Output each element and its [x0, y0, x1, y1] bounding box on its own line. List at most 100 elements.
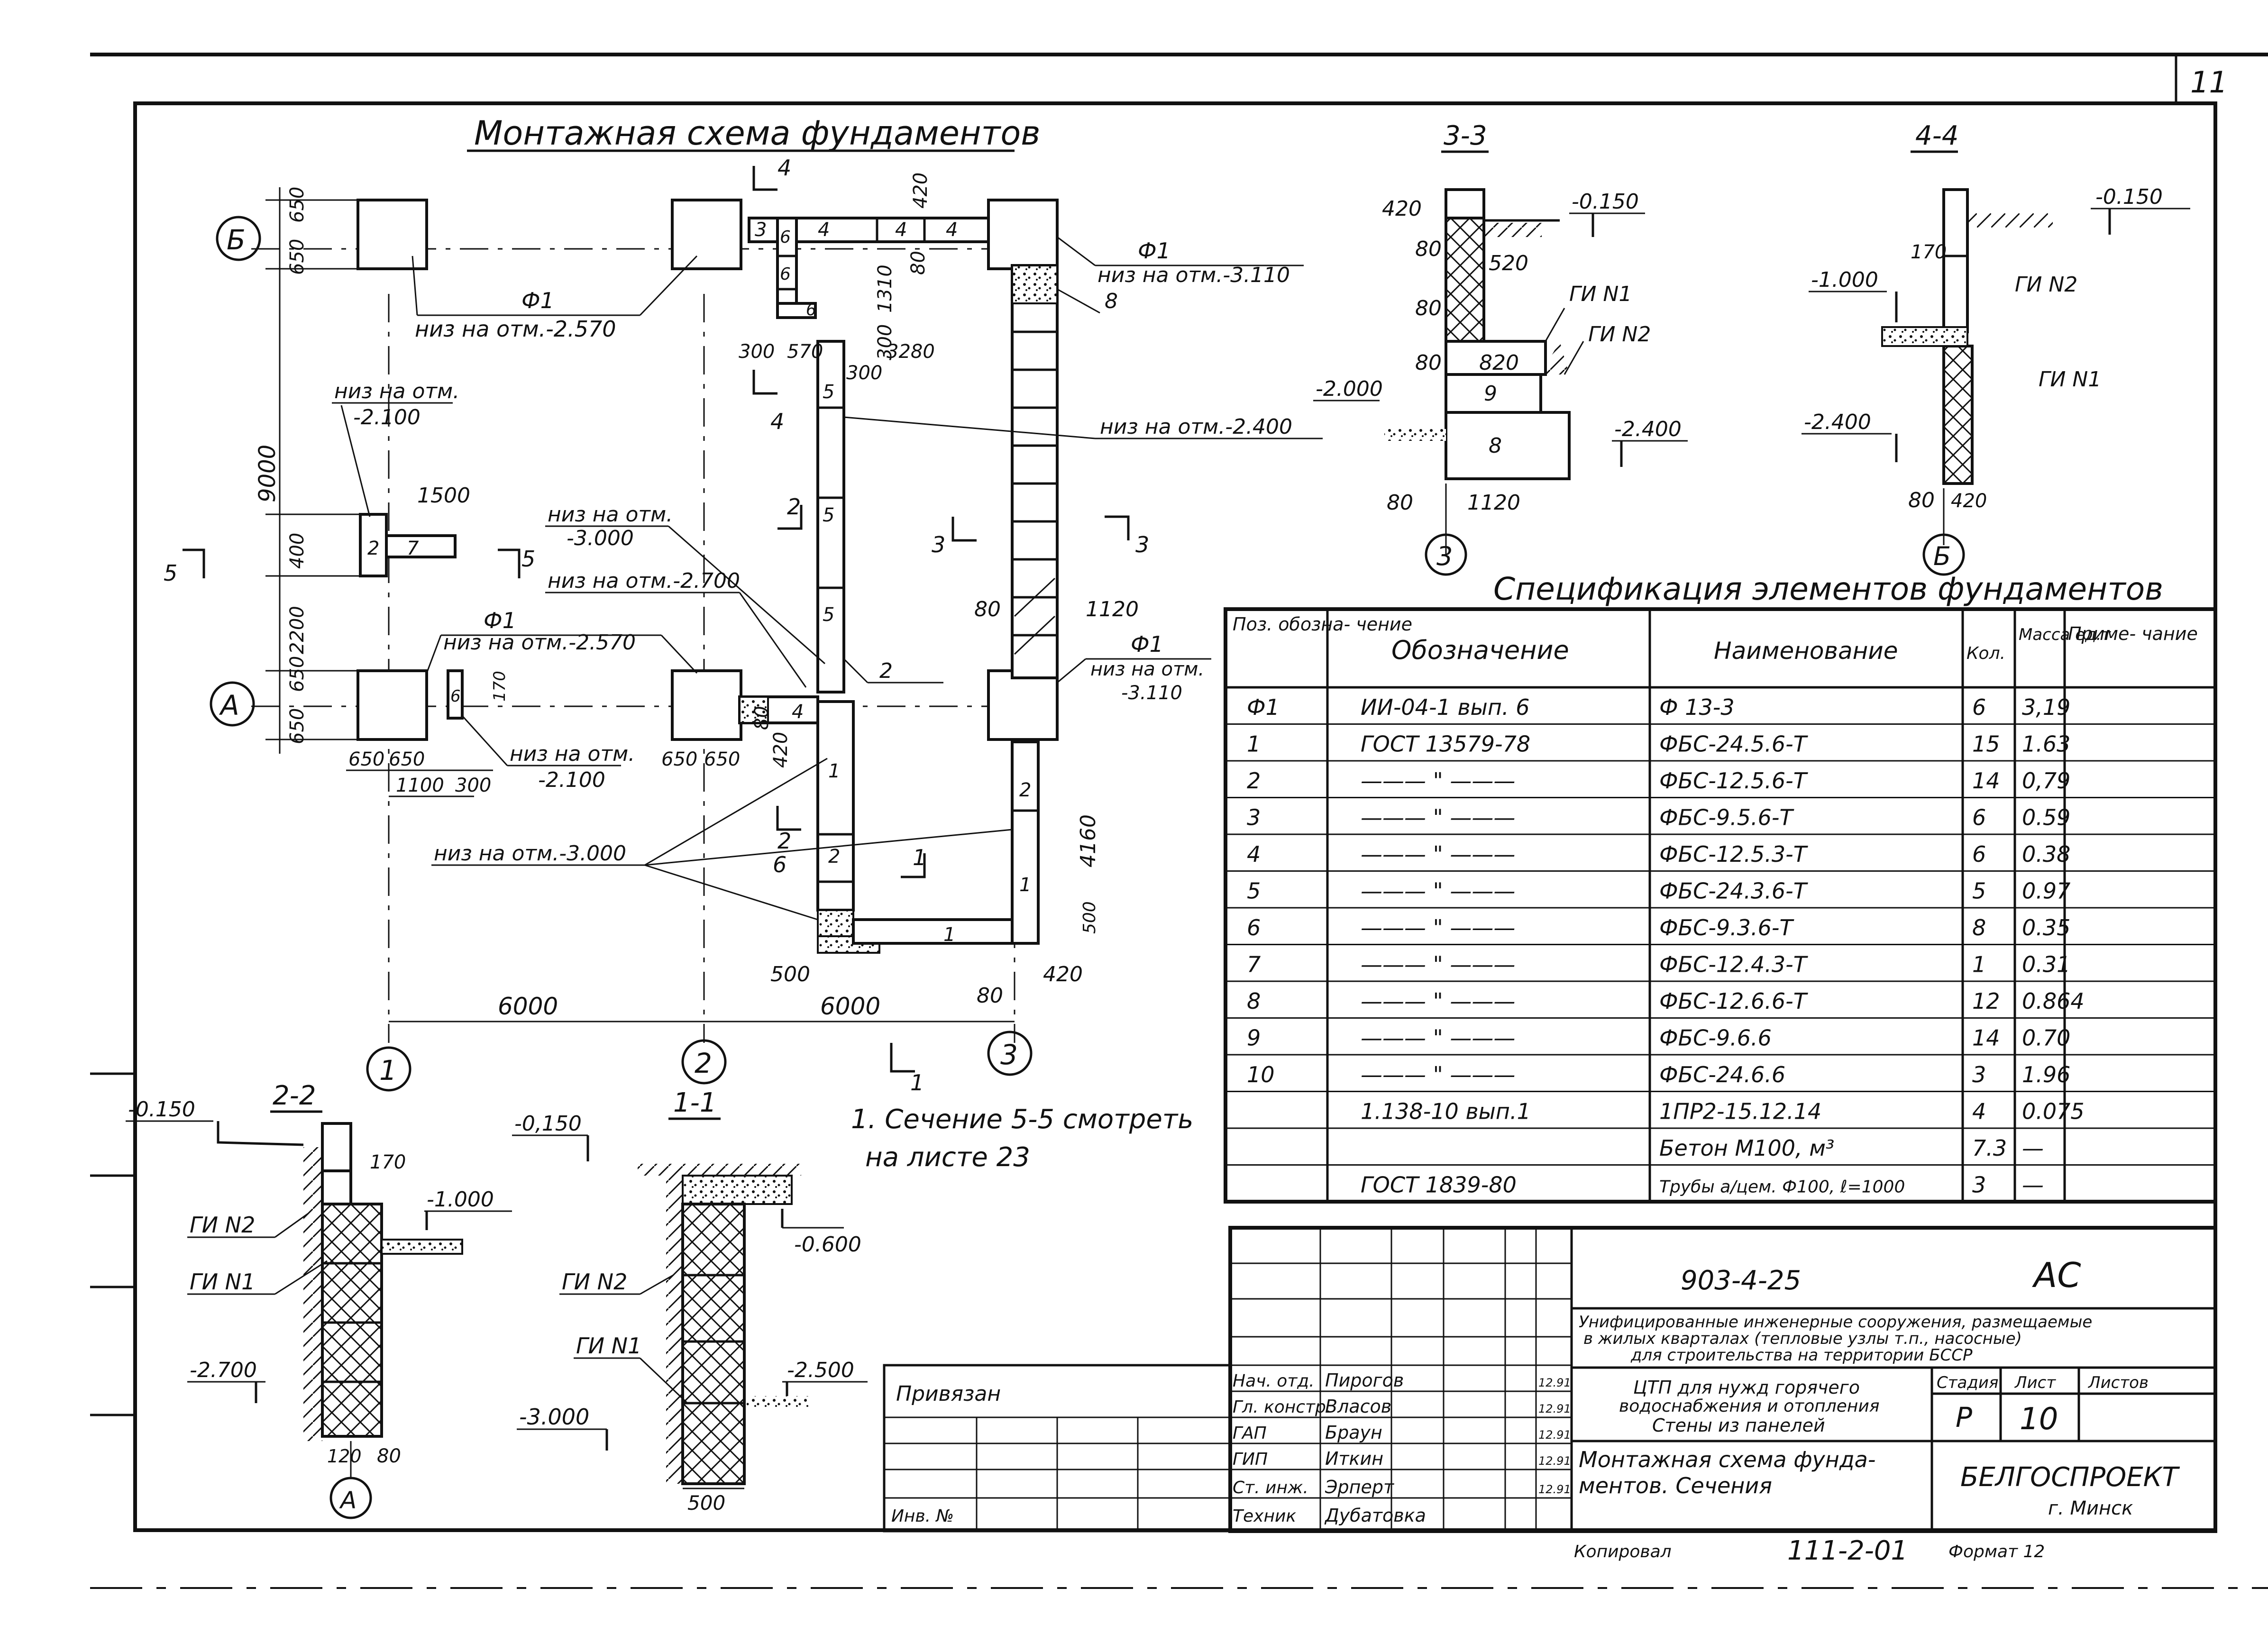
svg-text:420: 420 [910, 173, 932, 209]
svg-text:Ф1: Ф1 [484, 608, 516, 633]
section-mark-3: 3 [1105, 515, 1149, 557]
spec-cell: 5 [1247, 878, 1261, 904]
svg-text:6000: 6000 [820, 993, 880, 1020]
section-3-3: 3-3 9 8 -0.150 420 80 80 80 80 520 820 1… [1313, 120, 1688, 576]
svg-text:4: 4 [818, 219, 830, 241]
section-mark-4: 4 [752, 155, 791, 191]
spec-cell: ——— " ——— [1361, 768, 1515, 794]
svg-text:3: 3 [1135, 532, 1149, 557]
svg-text:420: 420 [1951, 490, 1987, 512]
svg-text:80: 80 [974, 597, 1001, 621]
svg-text:80: 80 [1415, 296, 1442, 320]
spec-cell: 7 [1247, 952, 1261, 977]
svg-text:170: 170 [1911, 241, 1947, 263]
svg-text:8: 8 [1105, 289, 1118, 313]
section-2-2: 2-2 -0.150 -1.000 170 ГИ N2 ГИ N1 -2.700… [126, 1080, 512, 1519]
title-block-person-cell: 12.91 [1538, 1454, 1571, 1468]
svg-text:80: 80 [377, 1445, 401, 1467]
spec-cell: 0.38 [2022, 841, 2070, 867]
svg-text:Стадия: Стадия [1937, 1373, 1998, 1392]
svg-text:420: 420 [1382, 197, 1422, 221]
title-block-person-cell: Браун [1325, 1422, 1382, 1443]
svg-text:9000: 9000 [254, 445, 281, 502]
svg-text:2: 2 [695, 1047, 712, 1079]
spec-cell: ——— " ——— [1361, 988, 1515, 1014]
svg-text:300: 300 [739, 341, 775, 363]
spec-cell: 15 [1972, 731, 2000, 757]
svg-text:низ на отм.: низ на отм. [510, 742, 635, 766]
spec-cell: 0.35 [2022, 915, 2070, 940]
footing-f1 [671, 669, 742, 741]
svg-text:БЕЛГОСПРОЕКТ: БЕЛГОСПРОЕКТ [1960, 1462, 2180, 1493]
svg-text:ГИ N1: ГИ N1 [190, 1269, 255, 1295]
svg-text:-2.500: -2.500 [787, 1358, 854, 1382]
svg-text:1-1: 1-1 [673, 1087, 716, 1118]
svg-text:Кол.: Кол. [1966, 644, 2005, 663]
svg-text:4: 4 [777, 155, 791, 181]
section-mark-2: 2 [776, 806, 801, 854]
plan-title: Монтажная схема фундаментов [474, 114, 1041, 153]
svg-text:2200: 2200 [286, 606, 308, 654]
title-block-person-cell: 12.91 [1538, 1428, 1571, 1442]
spec-cell: — [2022, 1172, 2044, 1198]
section-mark-5: 5 [498, 546, 535, 578]
spec-cell: 14 [1972, 1025, 2000, 1051]
spec-cell: ——— " ——— [1361, 915, 1515, 940]
svg-text:1500: 1500 [417, 484, 470, 508]
svg-text:2: 2 [1019, 779, 1031, 801]
svg-text:1: 1 [913, 845, 926, 870]
spec-cell: ФБС-9.6.6 [1659, 1025, 1772, 1051]
section-mark-3: 3 [932, 517, 977, 557]
svg-text:1120: 1120 [1467, 491, 1520, 515]
svg-text:А: А [339, 1487, 357, 1514]
spec-cell: ФБС-12.4.3-Т [1659, 952, 1809, 977]
title-block-person-cell: Власов [1325, 1396, 1391, 1417]
footing-f1 [357, 669, 428, 741]
title-block-person-cell: Техник [1233, 1506, 1296, 1526]
foundation-plan: Монтажная схема фундаментов Б А 1 2 3 3 … [164, 114, 1323, 1095]
svg-text:5: 5 [521, 546, 535, 572]
title-block-person-cell: Дубатовка [1324, 1505, 1426, 1526]
spec-cell: ——— " ——— [1361, 1025, 1515, 1051]
spec-cell: 9 [1247, 1025, 1261, 1051]
svg-text:Лист: Лист [2014, 1373, 2056, 1392]
spec-cell: ФБС-24.6.6 [1659, 1062, 1785, 1087]
spec-cell: — [2022, 1135, 2044, 1161]
footing-f1 [671, 199, 742, 270]
svg-text:6000: 6000 [498, 993, 558, 1020]
axis-bubble-2: 2 [681, 1039, 727, 1085]
spec-cell: ФБС-9.5.6-Т [1659, 805, 1795, 831]
svg-text:420: 420 [1043, 962, 1083, 986]
svg-text:ГИ N2: ГИ N2 [562, 1269, 627, 1295]
svg-text:400: 400 [286, 533, 308, 569]
svg-text:Копировал: Копировал [1574, 1542, 1672, 1561]
svg-text:80: 80 [1415, 237, 1442, 261]
axis-bubble-1: 1 [366, 1046, 412, 1092]
spec-cell: 12 [1972, 988, 2000, 1014]
spec-cell: ——— " ——— [1361, 952, 1515, 977]
svg-text:Формат 12: Формат 12 [1948, 1542, 2045, 1561]
svg-text:ГИ N1: ГИ N1 [2039, 367, 2101, 392]
svg-text:Спецификация элементов фундаме: Спецификация элементов фундаментов [1493, 571, 2163, 607]
spec-cell: 0.97 [2022, 878, 2070, 904]
svg-text:-3.000: -3.000 [567, 526, 634, 550]
title-block-person-cell: Гл. констр. [1233, 1397, 1331, 1417]
spec-cell: Трубы а/цем. Ф100, ℓ=1000 [1659, 1177, 1905, 1197]
svg-text:-0.150: -0.150 [128, 1097, 195, 1122]
svg-text:650: 650 [661, 748, 697, 770]
title-block-person-cell: Нач. отд. [1233, 1371, 1315, 1391]
spec-cell: 3 [1247, 805, 1261, 831]
spec-cell: 8 [1247, 988, 1261, 1014]
footing-f1 [357, 199, 428, 270]
section-mark-4: 4 [752, 370, 784, 434]
svg-text:ментов. Сечения: ментов. Сечения [1579, 1473, 1772, 1498]
spec-cell: 3 [1972, 1062, 1986, 1087]
title-block: Привязан Инв. № 903-4-25 АС Унифицирован… [883, 1226, 2217, 1566]
title-block-person-cell: 12.91 [1538, 1402, 1571, 1415]
svg-text:650: 650 [286, 708, 308, 744]
svg-text:ГИ N2: ГИ N2 [1588, 322, 1651, 347]
spec-cell: ИИ-04-1 вып. 6 [1361, 694, 1529, 720]
svg-text:4: 4 [895, 219, 907, 241]
svg-text:650: 650 [286, 239, 308, 275]
